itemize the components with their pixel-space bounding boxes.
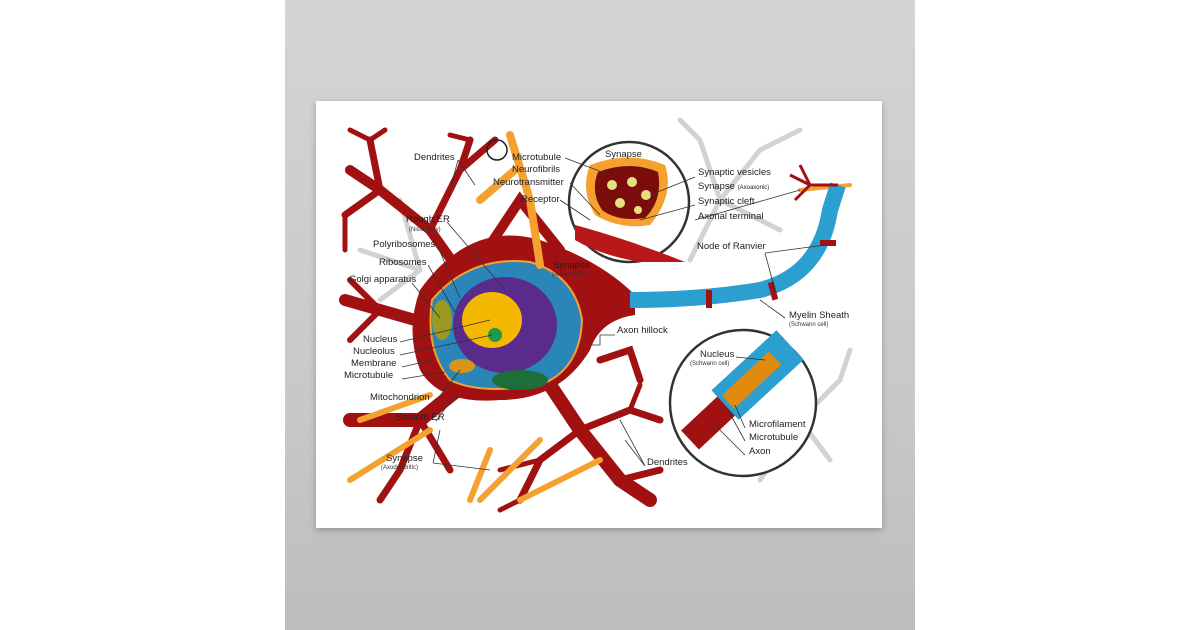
nodes-of-ranvier (706, 240, 836, 308)
label-myelin-schwann: (Schwann cell) (789, 322, 829, 328)
label-myelin-sheath: Myelin Sheath (789, 310, 850, 321)
label-nucleus: Nucleus (363, 334, 398, 345)
label-ribosomes: Ribosomes (379, 257, 427, 268)
label-microtubule-top: Microtubule (512, 152, 562, 163)
label-dendrites-bottom: Dendrites (647, 457, 688, 468)
label-axon-hillock: Axon hillock (617, 325, 668, 336)
nucleolus (488, 328, 502, 342)
magnify-marker (486, 139, 508, 161)
label-axonal-terminal: Axonal terminal (698, 211, 764, 222)
label-subtext: (Axoaxonic) (737, 185, 770, 191)
label-axosomatic: (Axosomatic) (552, 272, 588, 278)
label-synapse-axosomatic: Synapse (553, 260, 590, 271)
label-axodendritic: (Axodendritic) (381, 465, 419, 471)
background-neurons (357, 117, 853, 483)
label-receptor: Receptor (521, 194, 560, 205)
label-synapse-axoaxonic: Synapse (Axoaxonic) (698, 182, 769, 193)
label-rough-er: Rough ER (406, 214, 450, 225)
label-synapse-axodendritic: Synapse (386, 453, 423, 464)
axon-terminals-orange (347, 131, 852, 503)
cell-nucleus (462, 292, 522, 348)
label-microfilament: Microfilament (749, 419, 806, 430)
label-golgi: Golgi apparatus (349, 274, 417, 285)
axon-myelin (629, 182, 846, 308)
label-text: Synapse (698, 181, 735, 192)
label-neurofibrils: Neurofibrils (512, 164, 561, 175)
label-mitochondrion: Mitochondrion (370, 392, 430, 403)
mitochondrion (449, 359, 475, 373)
label-nissl-body: (Nissl body) (409, 227, 441, 233)
label-nucleus-schwann: Nucleus (700, 349, 735, 360)
label-polyribosomes: Polyribosomes (373, 239, 436, 250)
smooth-er (492, 370, 548, 390)
label-axon: Axon (749, 446, 771, 457)
label-node-of-ranvier: Node of Ranvier (697, 241, 766, 252)
label-synaptic-cleft: Synaptic cleft (698, 196, 755, 207)
label-synapse-inset: Synapse (605, 149, 642, 160)
label-dendrites-top: Dendrites (414, 152, 455, 163)
label-microtubule-axon: Microtubule (749, 432, 799, 443)
label-microtubule-soma: Microtubule (344, 370, 394, 381)
axonal-terminal (789, 164, 838, 202)
synapse-inset (567, 140, 691, 264)
label-nucleolus: Nucleolus (353, 346, 395, 357)
label-neurotransmitter: Neurotransmitter (493, 177, 564, 188)
golgi-apparatus (432, 300, 452, 340)
axon-inset (668, 328, 818, 478)
label-membrane: Membrane (351, 358, 397, 369)
label-nucleus-schwann-sub: (Schwann cell) (690, 361, 730, 367)
label-synaptic-vesicles: Synaptic vesicles (698, 167, 771, 178)
label-smooth-er: Smooth ER (396, 412, 445, 423)
